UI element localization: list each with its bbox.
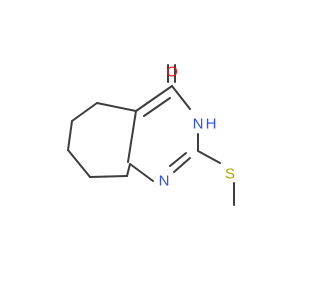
molecule-canvas: O N H N S: [67, 63, 236, 206]
bond-c6-c7: [67, 120, 73, 151]
nh-hydrogen-label: H: [206, 116, 217, 133]
bond-n1-c8a: [129, 163, 154, 182]
bond-c2-s: [197, 150, 221, 164]
bond-c9-c8a: [126, 163, 131, 177]
bond-c4a-c4: [135, 85, 173, 112]
ring-nitrogen-label: N: [159, 173, 170, 190]
oxygen-label: O: [166, 64, 178, 81]
nh-nitrogen-label: N: [193, 116, 204, 133]
bond-c7-c8: [67, 149, 91, 178]
bond-c4-n3: [171, 85, 191, 110]
bond-c5-c6: [71, 102, 98, 122]
bond-c4a-c5: [96, 102, 137, 112]
bond-c8-c9: [89, 175, 128, 178]
bond-c8a-c4a: [127, 110, 137, 163]
bond-c2-n1: [173, 157, 191, 173]
bond-c4a-c4-double: [143, 97, 171, 117]
sulfur-label: S: [225, 166, 235, 183]
bond-c2-n1-double: [169, 152, 187, 167]
structure-drawing: O N H N S: [67, 64, 235, 206]
